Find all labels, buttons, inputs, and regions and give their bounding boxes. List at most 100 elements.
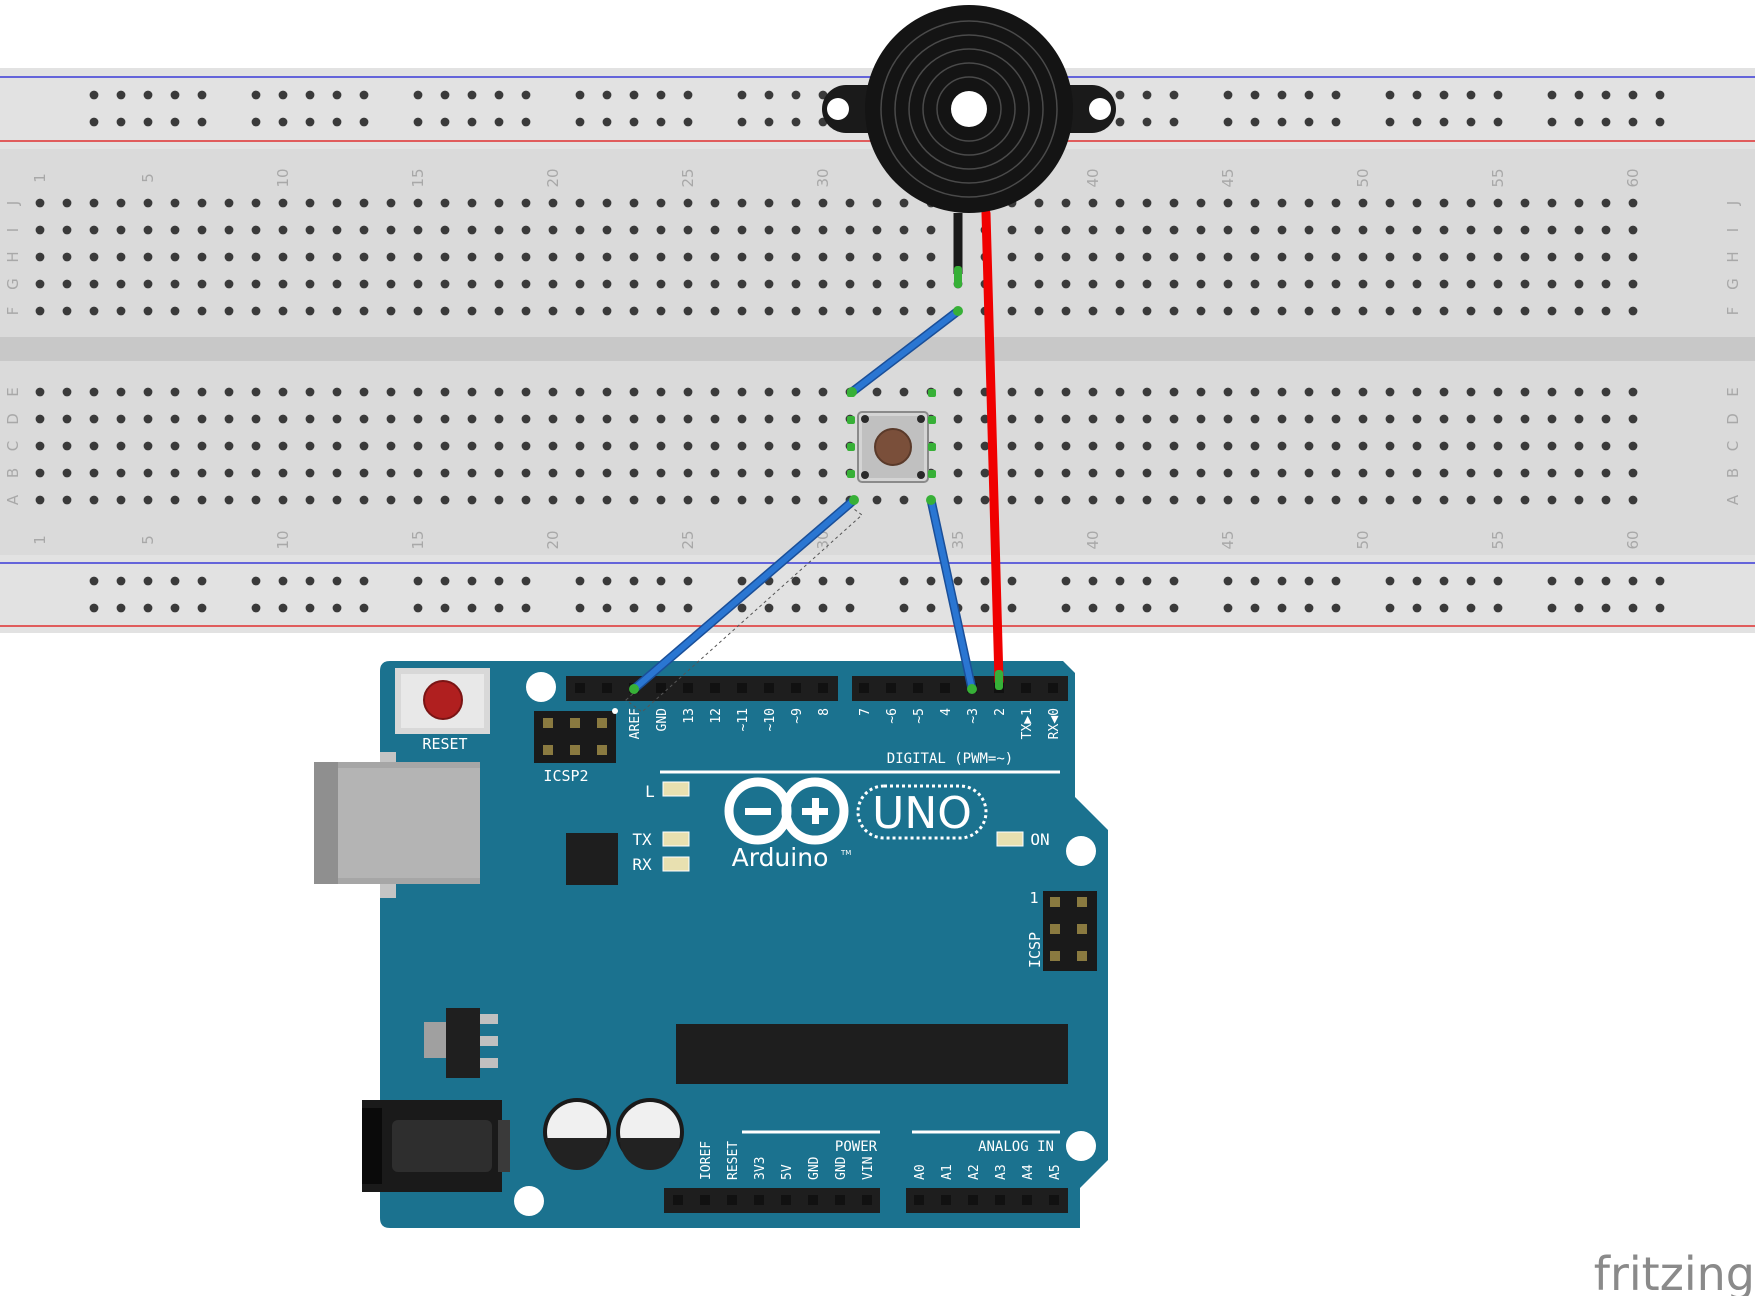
breadboard-hole	[629, 441, 639, 451]
rail-hole	[602, 603, 612, 613]
push-button[interactable]	[847, 389, 936, 483]
breadboard-hole	[1412, 387, 1422, 397]
rail-hole	[656, 90, 666, 100]
breadboard-hole	[602, 252, 612, 262]
breadboard-hole	[386, 252, 396, 262]
breadboard-hole	[1223, 468, 1233, 478]
header-pin	[859, 683, 869, 693]
breadboard-hole	[899, 252, 909, 262]
breadboard-hole	[1142, 225, 1152, 235]
breadboard-hole	[764, 279, 774, 289]
breadboard-hole	[494, 279, 504, 289]
rail-hole	[764, 90, 774, 100]
wire-buzzer-to-pin2[interactable]	[981, 208, 1004, 686]
breadboard-hole	[1115, 387, 1125, 397]
breadboard-hole	[575, 225, 585, 235]
breadboard-hole	[602, 279, 612, 289]
breadboard-hole	[1520, 468, 1530, 478]
breadboard-hole	[89, 279, 99, 289]
breadboard-hole	[386, 468, 396, 478]
rail-hole	[1574, 90, 1584, 100]
breadboard-hole	[575, 495, 585, 505]
digital-pin-label: 7	[858, 708, 873, 716]
rail-hole	[359, 603, 369, 613]
wires	[625, 208, 1004, 713]
button-cap[interactable]	[874, 428, 912, 466]
breadboard-hole	[1061, 279, 1071, 289]
breadboard-hole	[710, 387, 720, 397]
breadboard-hole	[872, 306, 882, 316]
breadboard-hole	[521, 468, 531, 478]
header-pin	[886, 683, 896, 693]
rail-hole	[305, 603, 315, 613]
rail-hole	[494, 576, 504, 586]
breadboard-hole	[224, 225, 234, 235]
rail-hole	[1385, 603, 1395, 613]
row-label: G	[1724, 278, 1742, 290]
breadboard-hole	[35, 198, 45, 208]
breadboard-hole	[818, 468, 828, 478]
rail-hole	[143, 603, 153, 613]
breadboard-hole	[1574, 468, 1584, 478]
breadboard-hole	[1331, 225, 1341, 235]
power-pin-label: IOREF	[699, 1141, 714, 1180]
breadboard-hole	[197, 387, 207, 397]
header-pin	[818, 683, 828, 693]
breadboard-hole	[1628, 495, 1638, 505]
breadboard-hole	[1547, 495, 1557, 505]
rail-hole	[791, 117, 801, 127]
breadboard-hole	[1061, 387, 1071, 397]
rail-hole	[683, 576, 693, 586]
breadboard-hole	[926, 225, 936, 235]
breadboard-hole	[1358, 225, 1368, 235]
breadboard-hole	[116, 225, 126, 235]
breadboard-hole	[521, 252, 531, 262]
column-label: 50	[1354, 168, 1372, 187]
power-pin-label: 5V	[780, 1164, 795, 1180]
breadboard-hole	[359, 306, 369, 316]
digital-label: DIGITAL (PWM=~)	[887, 751, 1013, 767]
bottom-power-rail	[0, 555, 1755, 633]
breadboard-hole	[224, 387, 234, 397]
breadboard-hole	[980, 468, 990, 478]
breadboard-hole	[1169, 441, 1179, 451]
breadboard-hole	[467, 387, 477, 397]
rail-hole	[629, 90, 639, 100]
breadboard-hole	[1034, 306, 1044, 316]
breadboard-hole	[359, 495, 369, 505]
breadboard-hole	[1574, 495, 1584, 505]
rail-hole	[1493, 90, 1503, 100]
breadboard-hole	[521, 414, 531, 424]
breadboard-hole	[1277, 252, 1287, 262]
breadboard-hole	[818, 387, 828, 397]
digital-header-right	[852, 676, 1068, 701]
breadboard-hole	[548, 495, 558, 505]
breadboard-hole	[1601, 252, 1611, 262]
breadboard-hole	[1115, 414, 1125, 424]
breadboard-hole	[737, 198, 747, 208]
breadboard-hole	[1358, 198, 1368, 208]
breadboard-hole	[1385, 387, 1395, 397]
breadboard-hole	[1466, 468, 1476, 478]
rail-hole	[1655, 117, 1665, 127]
breadboard-hole	[1466, 252, 1476, 262]
breadboard-hole	[953, 495, 963, 505]
breadboard-hole	[1412, 198, 1422, 208]
piezo-buzzer[interactable]	[822, 5, 1116, 213]
breadboard-hole	[1520, 279, 1530, 289]
reset-button[interactable]	[395, 668, 490, 734]
breadboard-hole	[467, 252, 477, 262]
breadboard-hole	[521, 441, 531, 451]
rail-hole	[1142, 576, 1152, 586]
wire-button-to-buzzer-core	[849, 308, 961, 395]
rail-hole	[413, 90, 423, 100]
breadboard-hole	[170, 468, 180, 478]
rail-hole	[791, 90, 801, 100]
column-label: 1	[31, 173, 49, 183]
column-label: 50	[1354, 530, 1372, 549]
breadboard-hole	[440, 252, 450, 262]
breadboard-hole	[791, 495, 801, 505]
rail-hole	[1250, 90, 1260, 100]
